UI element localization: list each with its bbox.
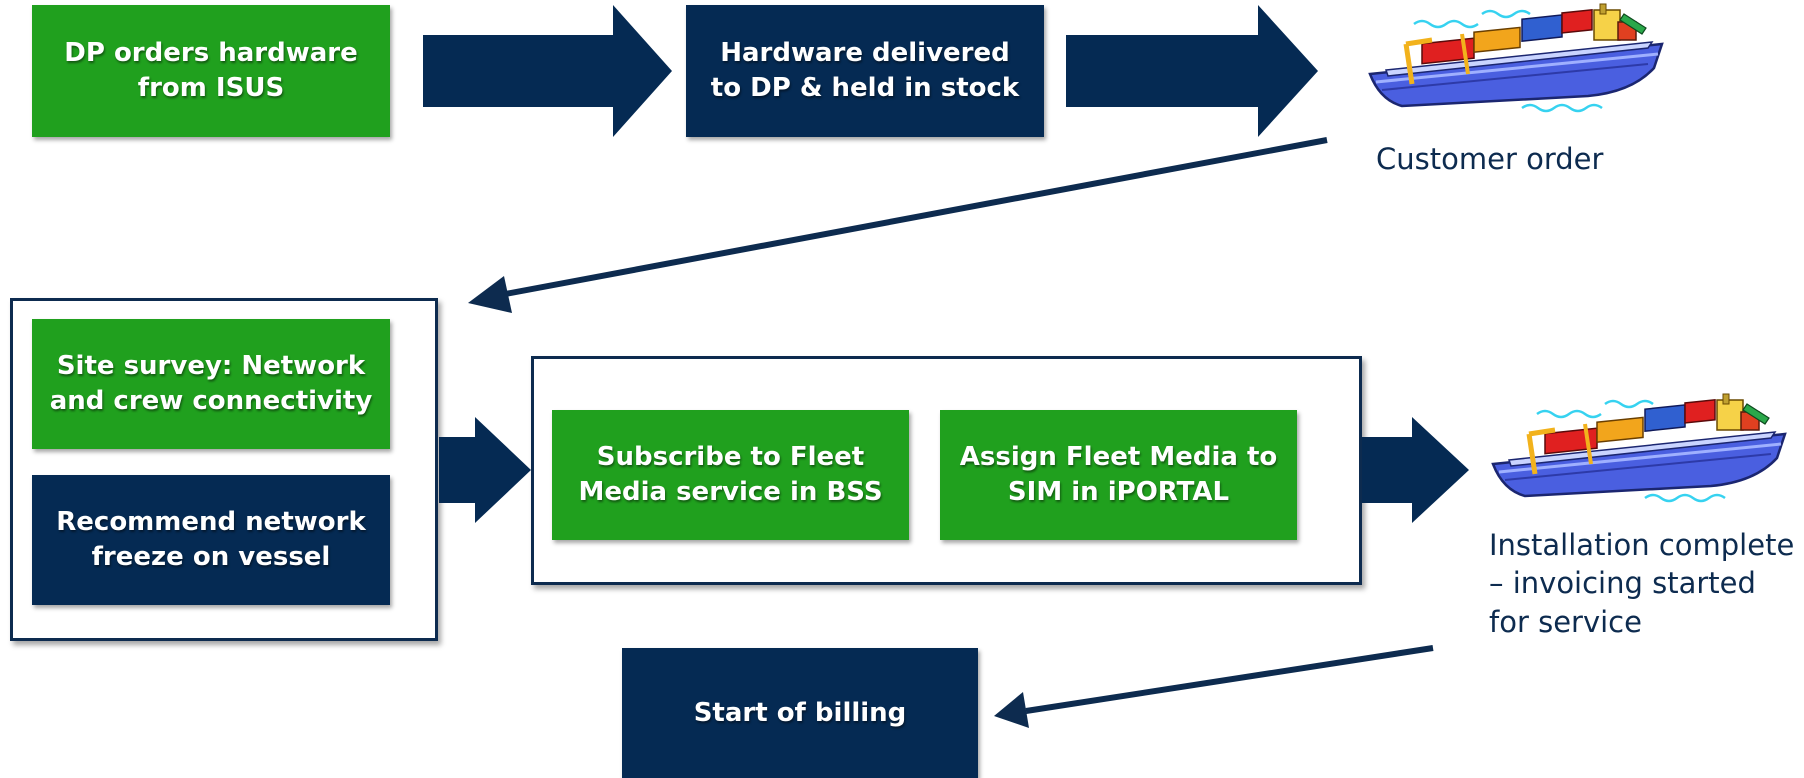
hardware-delivered-box: Hardware delivered to DP & held in stock	[686, 5, 1044, 137]
dp-orders-hardware-box: DP orders hardware from ISUS	[32, 5, 390, 137]
subscribe-fleet-media-box: Subscribe to Fleet Media service in BSS	[552, 410, 909, 540]
arrow-hardware-to-customer	[1066, 5, 1318, 137]
arrow-fleet-media-to-installation	[1362, 417, 1469, 523]
arrow-customer-to-survey	[499, 137, 1328, 298]
arrow-survey-to-fleet-media	[439, 417, 531, 523]
site-survey-box: Site survey: Network and crew connectivi…	[32, 319, 390, 449]
assign-fleet-media-box: Assign Fleet Media to SIM in iPORTAL	[940, 410, 1297, 540]
container-ship-icon	[1370, 4, 1662, 111]
arrow-dp-to-hardware	[423, 5, 672, 137]
container-ship-icon	[1493, 394, 1785, 501]
customer-order-caption: Customer order	[1376, 142, 1604, 176]
recommend-network-freeze-box: Recommend network freeze on vessel	[32, 475, 390, 605]
start-of-billing-box: Start of billing	[622, 648, 978, 778]
installation-complete-caption: Installation complete – invoicing starte…	[1489, 528, 1795, 639]
arrow-installation-to-billing	[1025, 645, 1434, 714]
